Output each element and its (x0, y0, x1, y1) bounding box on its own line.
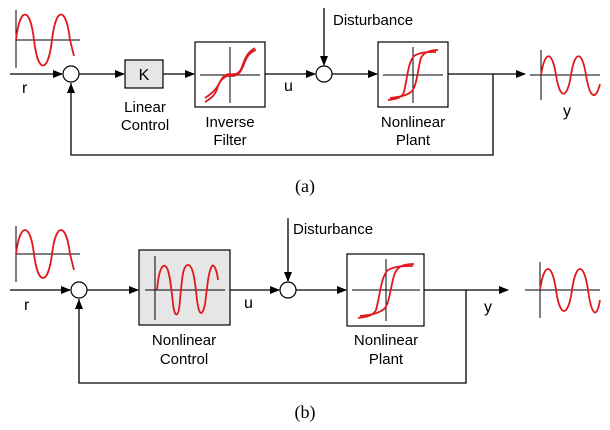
plant-hysteresis-plot-b (352, 259, 420, 321)
output-signal-plot-b (525, 262, 601, 318)
plant-block-label-line2-b: Plant (369, 351, 404, 368)
summing-junction-2-a (315, 65, 333, 83)
input-label-r-b: r (24, 297, 30, 314)
plant-block-label-line1-b: Nonlinear (354, 332, 418, 349)
output-sine-wave-a (540, 55, 601, 96)
inverse-filter-curve-plot (200, 47, 260, 103)
feedback-arrowhead-a (67, 83, 75, 93)
filter-block-label-line1: Inverse (205, 114, 254, 131)
gain-block-label-line1: Linear (124, 99, 166, 116)
control-signal-label-u-b: u (244, 295, 253, 312)
feedback-path-b (78, 290, 467, 384)
nonlinear-control-block (138, 249, 231, 326)
summing-junction-2-b (279, 281, 297, 299)
input-signal-plot-b (15, 226, 80, 282)
input-signal-plot-a (15, 10, 80, 68)
input-sine-wave-b (15, 229, 75, 279)
feedback-path-a (70, 74, 494, 156)
panel-b: r Nonlinear Control u Disturbance (10, 218, 601, 423)
feedback-arrowhead-b (75, 299, 83, 309)
plant-block-label-line1-a: Nonlinear (381, 114, 445, 131)
nonlinear-control-waveform-plot (145, 256, 225, 320)
disturbance-label-a: Disturbance (333, 12, 413, 29)
output-sine-wave-b (539, 268, 601, 314)
control-block-label-line2-b: Control (160, 351, 208, 368)
caption-b: (b) (295, 402, 316, 423)
output-label-y-b: y (484, 299, 492, 316)
input-label-r-a: r (22, 80, 28, 97)
output-signal-plot-a (530, 50, 601, 100)
input-sine-wave-a (15, 13, 75, 67)
gain-symbol-k: K (139, 67, 150, 84)
control-signal-label-u-a: u (284, 78, 293, 95)
gain-block-label-line2: Control (121, 117, 169, 134)
control-block-label-line1-b: Nonlinear (152, 332, 216, 349)
caption-a: (a) (295, 176, 315, 197)
output-label-y-a: y (563, 103, 571, 120)
summing-junction-1-a (62, 65, 80, 83)
summing-junction-1-b (70, 281, 88, 299)
disturbance-label-b: Disturbance (293, 221, 373, 238)
plant-hysteresis-plot-a (383, 47, 443, 103)
filter-block-label-line2: Filter (213, 132, 246, 149)
plant-block-label-line2-a: Plant (396, 132, 431, 149)
panel-a: r K Linear Control Inverse Filter u Dist… (10, 8, 601, 197)
